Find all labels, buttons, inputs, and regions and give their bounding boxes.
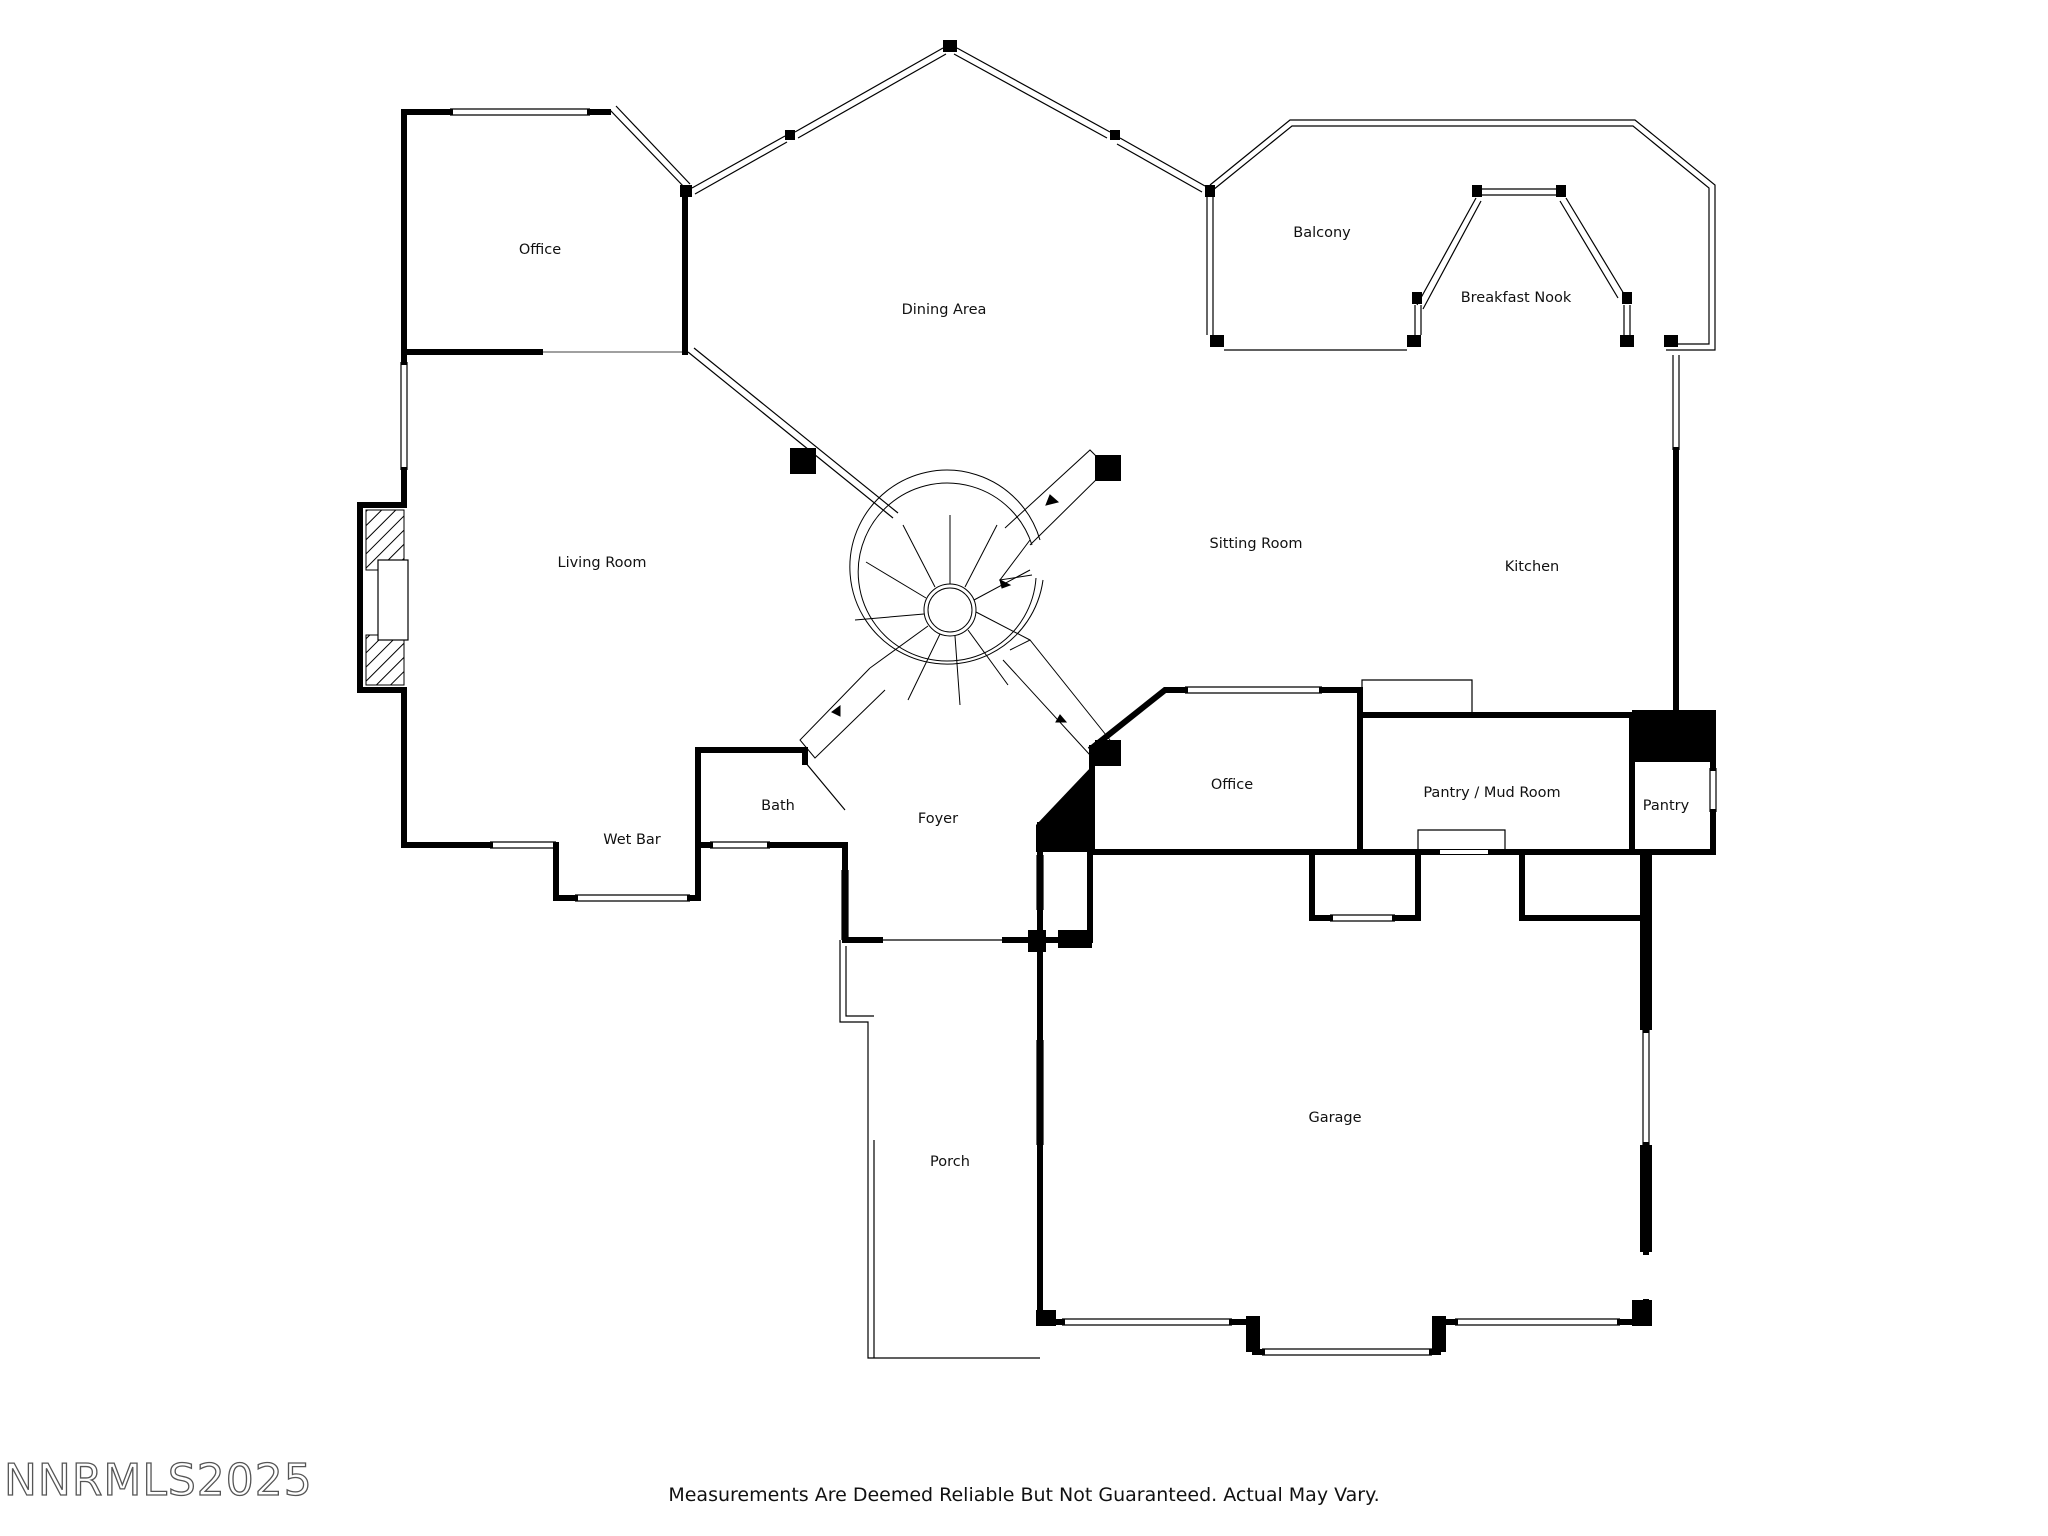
label-office-lower: Office [1211,777,1253,793]
watermark: NNRMLS2025 [3,1454,313,1506]
disclaimer-text: Measurements Are Deemed Reliable But Not… [668,1484,1380,1506]
label-bath: Bath [761,798,795,814]
label-office-upper: Office [519,242,561,258]
room-labels: Office Dining Area Balcony Breakfast Noo… [519,225,1690,1170]
label-pantry: Pantry [1643,798,1690,814]
columns [680,40,1716,1352]
label-wet-bar: Wet Bar [603,832,661,848]
label-foyer: Foyer [918,811,958,827]
walls [357,109,1716,1355]
label-balcony: Balcony [1293,225,1351,241]
windows [400,47,1717,1359]
spiral-staircase [799,449,1111,759]
label-kitchen: Kitchen [1505,559,1560,575]
label-sitting-room: Sitting Room [1210,536,1303,552]
label-garage: Garage [1308,1110,1361,1126]
label-breakfast-nook: Breakfast Nook [1461,290,1572,306]
label-dining-area: Dining Area [902,302,987,318]
label-porch: Porch [930,1154,970,1170]
label-pantry-mud-room: Pantry / Mud Room [1423,785,1560,801]
label-living-room: Living Room [557,555,646,571]
fireplace [365,509,409,686]
